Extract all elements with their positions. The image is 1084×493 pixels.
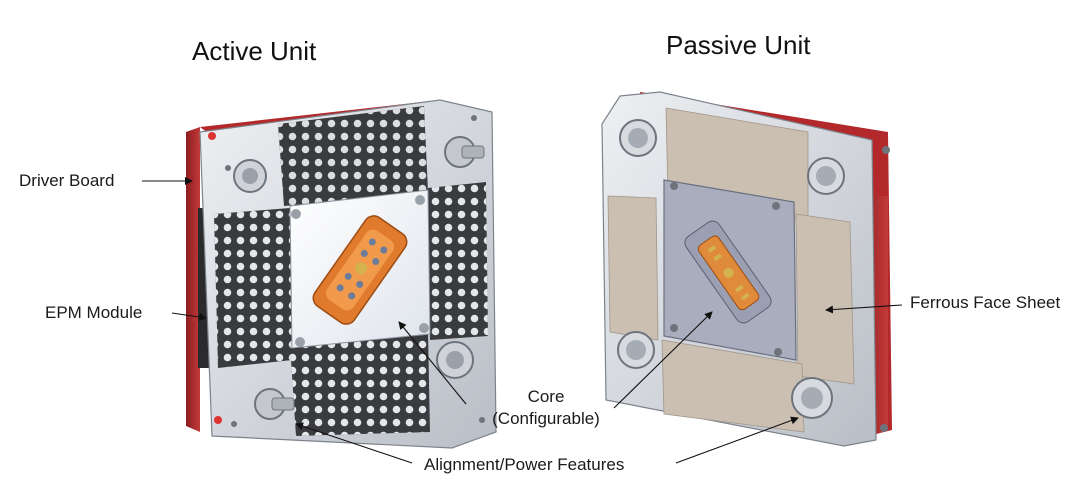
active-alignment-features (208, 115, 485, 427)
active-unit-title: Active Unit (192, 36, 317, 66)
arrow-ferrous-face-sheet (825, 304, 903, 314)
core-label-line1: Core (527, 387, 565, 406)
active-connector (312, 215, 408, 325)
driver-board-label: Driver Board (19, 171, 115, 190)
epm-module-label: EPM Module (45, 303, 143, 322)
passive-unit-illustration (601, 91, 892, 447)
passive-alignment-features (617, 119, 890, 432)
passive-connector (684, 220, 772, 324)
arrow-alignment-active (295, 422, 413, 464)
alignment-power-label: Alignment/Power Features (424, 455, 625, 474)
callout-arrows (142, 177, 903, 464)
arrow-core-active (398, 321, 467, 405)
passive-unit-title: Passive Unit (666, 30, 811, 60)
arrow-core-passive (613, 311, 713, 409)
core-label: Core (Configurable) (476, 386, 616, 430)
epm-pads (214, 106, 488, 436)
active-unit-illustration (186, 99, 497, 449)
core-label-line2: (Configurable) (492, 409, 600, 429)
ferrous-face-sheet-label: Ferrous Face Sheet (910, 293, 1061, 312)
driver-board-edge (186, 127, 200, 432)
arrow-alignment-passive (675, 416, 799, 464)
arrow-epm-module (171, 312, 207, 321)
